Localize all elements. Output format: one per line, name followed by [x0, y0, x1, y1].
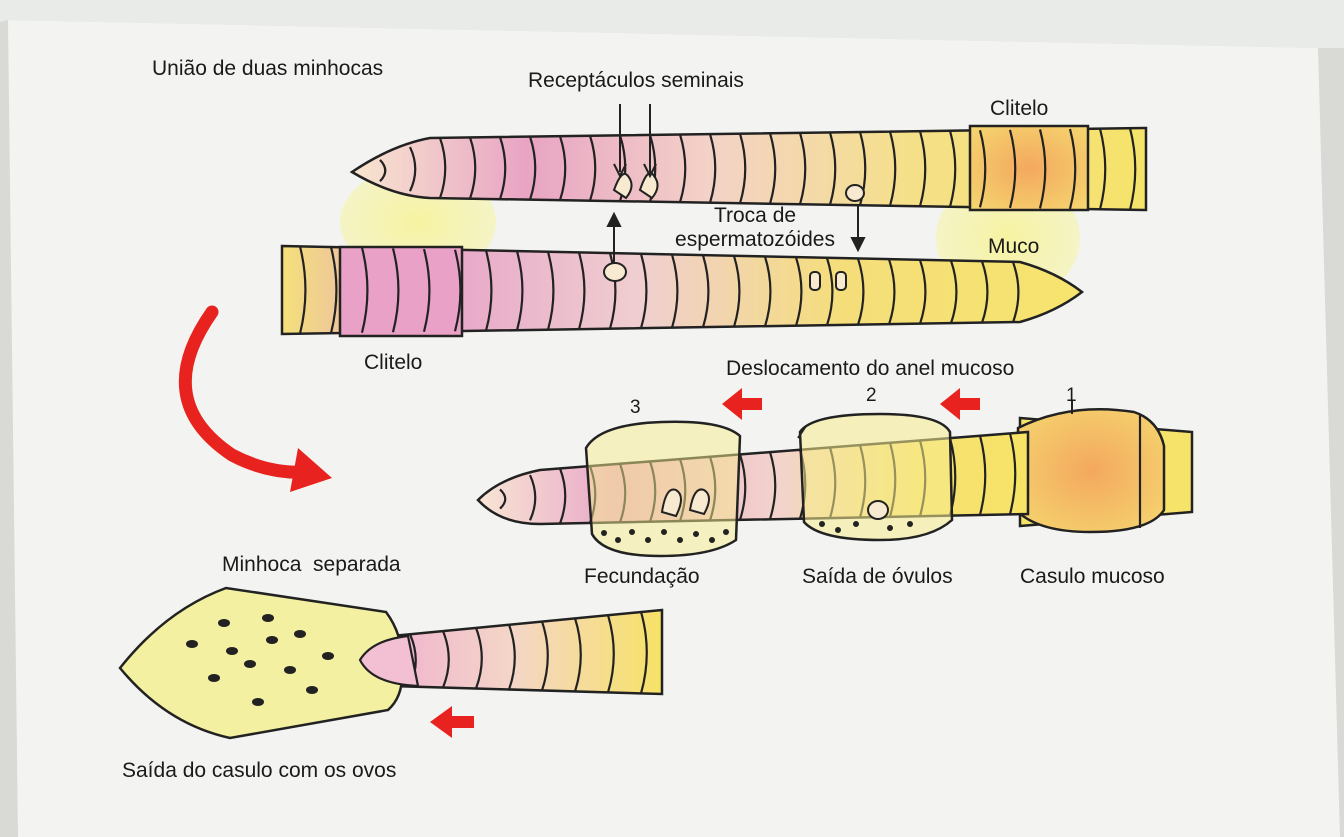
label-deslocamento: Deslocamento do anel mucoso	[726, 358, 1014, 379]
label-saida-ovulos: Saída de óvulos	[802, 566, 953, 587]
label-clitelo-bottom: Clitelo	[364, 352, 422, 373]
cocoon-ring-2	[800, 414, 952, 540]
step-number-2: 2	[866, 386, 877, 405]
label-fecundacao: Fecundação	[584, 566, 700, 587]
clitellum-top	[970, 126, 1088, 210]
label-clitelo-top: Clitelo	[990, 98, 1048, 119]
step-number-1: 1	[1066, 386, 1077, 405]
cocoon-ring-1	[1018, 409, 1164, 532]
label-saida-casulo: Saída do casulo com os ovos	[122, 760, 396, 781]
label-muco: Muco	[988, 236, 1039, 257]
clitellum-bottom	[340, 247, 462, 336]
label-minhoca-separada: Minhoca separada	[222, 554, 401, 575]
label-casulo-mucoso: Casulo mucoso	[1020, 566, 1165, 587]
cocoon-ring-3	[586, 422, 740, 556]
worm-bottom	[282, 246, 1082, 336]
worm-top	[352, 126, 1146, 210]
label-troca: Troca de espermatozóides	[640, 204, 870, 252]
step-number-3: 3	[630, 398, 641, 417]
label-uniao: União de duas minhocas	[152, 58, 383, 79]
label-receptaculos: Receptáculos seminais	[528, 70, 744, 91]
